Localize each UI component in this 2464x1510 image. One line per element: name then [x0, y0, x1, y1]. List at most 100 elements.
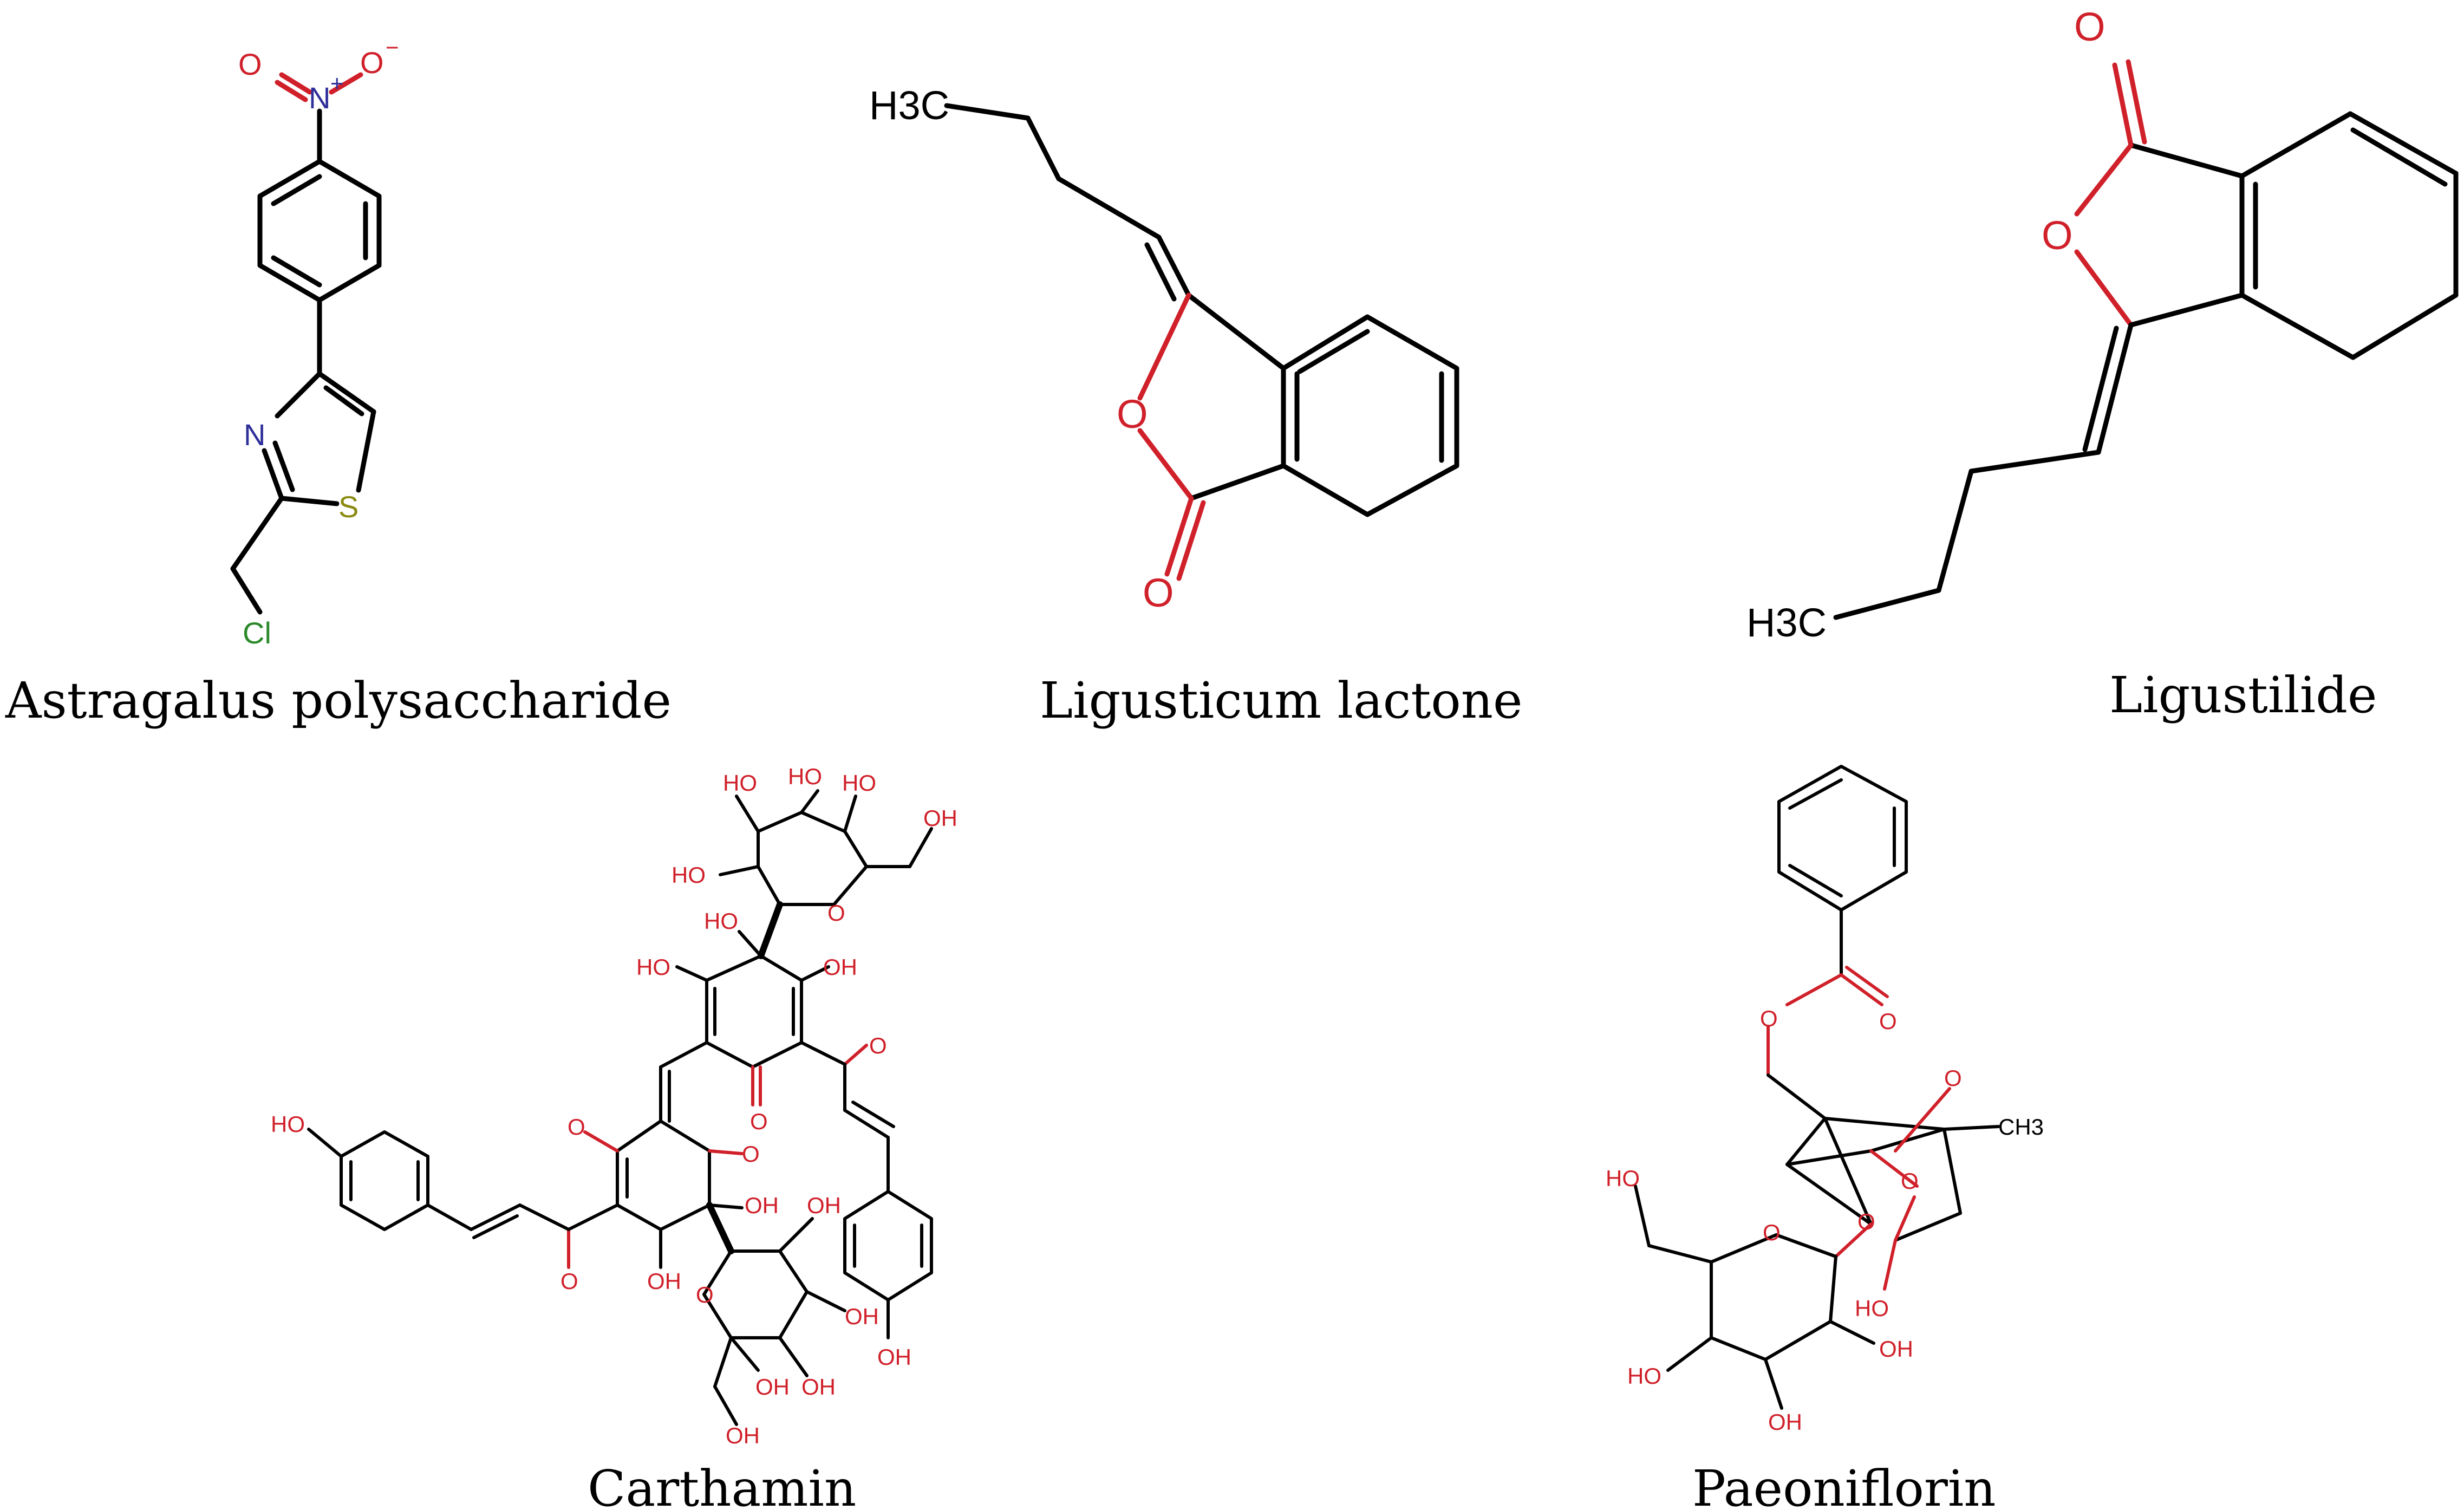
o-label: O: [1760, 1006, 1778, 1031]
ring5-c3-c3a: [2128, 142, 2245, 179]
ring6-e: [2350, 292, 2459, 360]
atom-charge-minus: −: [386, 35, 399, 60]
glycosidic-o: [1834, 1222, 1873, 1258]
cage-3: [1785, 1149, 1873, 1166]
glucose-ring: [1710, 1233, 1837, 1361]
bond-c2-c3: [1056, 176, 1162, 240]
thiazole-c5-s: [356, 409, 376, 493]
lower-glucose-oh1: [778, 1217, 814, 1253]
lower-glucose-ch2-oh: [713, 1385, 738, 1426]
glucose-ch2: [1647, 1244, 1713, 1264]
benzoyl-ring: [1777, 765, 1908, 912]
oh-label: OH: [1768, 1409, 1802, 1435]
caption-carthamin: Carthamin: [588, 1460, 856, 1510]
right-enone-3-double: [851, 1101, 895, 1128]
oh-label: OH: [755, 1374, 790, 1400]
methine-bridge-1: [659, 1041, 708, 1069]
o-label: O: [742, 1141, 760, 1167]
top-quinone-ring: [705, 954, 803, 1069]
left-enone-1: [567, 1203, 619, 1231]
paeoniflorin-structure: O O O CH3 O HO O O HO OH HO OH: [1606, 765, 2044, 1435]
atom-methyl: H3C: [869, 83, 949, 128]
cage-8: [1785, 1163, 1873, 1226]
thiazole-c4-c5-double: [323, 385, 364, 416]
o-label: O: [568, 1114, 585, 1140]
lower-glucose-oh4: [729, 1336, 760, 1372]
o-label: O: [1763, 1220, 1781, 1245]
cage-oh: [1883, 1239, 1897, 1291]
ring5-c1-c3a: [1186, 292, 1286, 371]
top-glucose-ch2-oh: [908, 827, 933, 868]
benzene-ring: [1281, 314, 1459, 517]
right-enone-3: [843, 1109, 890, 1139]
ring6-f: [2239, 292, 2356, 360]
bond-c2-ch2: [230, 496, 284, 571]
astragalus-structure: O N + O − N S Cl: [230, 35, 399, 650]
bond-c1-c2: [1025, 115, 1061, 181]
bond-ch-c2: [1968, 450, 2101, 474]
benzene-double-1: [1297, 329, 1370, 374]
oh-label: HO: [788, 764, 822, 789]
ring5-c3-c7a: [1189, 463, 1286, 501]
benzoyl-double-1: [1788, 778, 1843, 810]
cage-methyl: [1942, 1125, 2000, 1131]
oh-label: HO: [271, 1111, 305, 1137]
oh-label: OH: [745, 1193, 779, 1218]
ligusticum-lactone-structure: H3C O O: [869, 83, 1459, 615]
ligustilide-structure: O O H3C: [1746, 4, 2459, 645]
bond-carbonyl-double: [2126, 59, 2147, 145]
bond-c3-ch3: [1833, 588, 1941, 620]
top-glucose-link: [758, 901, 783, 959]
bond-c3-c4-double: [1144, 242, 1177, 302]
oh-label: OH: [726, 1423, 760, 1448]
caption-paeoniflorin: Paeoniflorin: [1692, 1460, 1996, 1510]
thiazole-c4-c5: [317, 371, 376, 414]
oh-label: HO: [723, 770, 757, 796]
benzoyl-co-double: [1840, 973, 1883, 1006]
oh-label: OH: [801, 1374, 836, 1400]
atom-o-carbonyl: O: [1143, 570, 1174, 615]
oh-label: HO: [1855, 1296, 1889, 1321]
thiazole-c4-n: [275, 371, 322, 419]
oh-label: OH: [845, 1304, 879, 1329]
bond-n-o-left-2: [275, 80, 308, 102]
oh-label: HO: [672, 862, 706, 888]
benzoyl-double-3: [1788, 864, 1843, 897]
cage-o-3: [1894, 1195, 1916, 1242]
atom-o-right: O: [360, 45, 384, 80]
lower-ring-o-left: [583, 1130, 619, 1153]
left-enone-4: [426, 1203, 473, 1231]
oh-label: OH: [823, 954, 857, 980]
top-glucose-oh1: [735, 795, 760, 833]
o-label: O: [869, 1033, 887, 1058]
lower-ring: [616, 1120, 711, 1231]
lower-glucose-ring: [702, 1249, 809, 1339]
lower-ring-o-right: [708, 1149, 744, 1155]
oh-label: HO: [1627, 1363, 1661, 1389]
top-quinone-oh-top: [738, 930, 762, 958]
oh-label: OH: [807, 1193, 841, 1218]
ring5-c3-o: [2074, 142, 2134, 217]
top-glucose-ring: [757, 811, 868, 906]
left-phenol-oh: [307, 1128, 343, 1158]
right-enone-1: [800, 1041, 846, 1066]
methyl-label: CH3: [1998, 1114, 2044, 1140]
cage-2: [1785, 1117, 1827, 1166]
cage-o-2: [1869, 1149, 1919, 1188]
oh-label: HO: [1606, 1166, 1640, 1191]
atom-o-ring: O: [1117, 392, 1148, 437]
cage-4: [1823, 1117, 1873, 1226]
o-label: O: [1944, 1065, 1962, 1091]
ring6-c: [2348, 111, 2459, 176]
ring6-b: [2239, 111, 2353, 179]
bond-carbonyl: [1164, 496, 1194, 577]
ch2-cage: [1766, 1073, 1827, 1120]
right-enone-co: [843, 1044, 868, 1066]
ring5-c1-o: [1137, 292, 1191, 401]
caption-ligustilide: Ligustilide: [2109, 666, 2377, 724]
ring6-c-inner: [2350, 127, 2448, 187]
bond-carbonyl: [2112, 62, 2134, 148]
caption-astragalus: Astragalus polysaccharide: [5, 672, 672, 730]
ring5-o-c3: [1137, 428, 1194, 501]
